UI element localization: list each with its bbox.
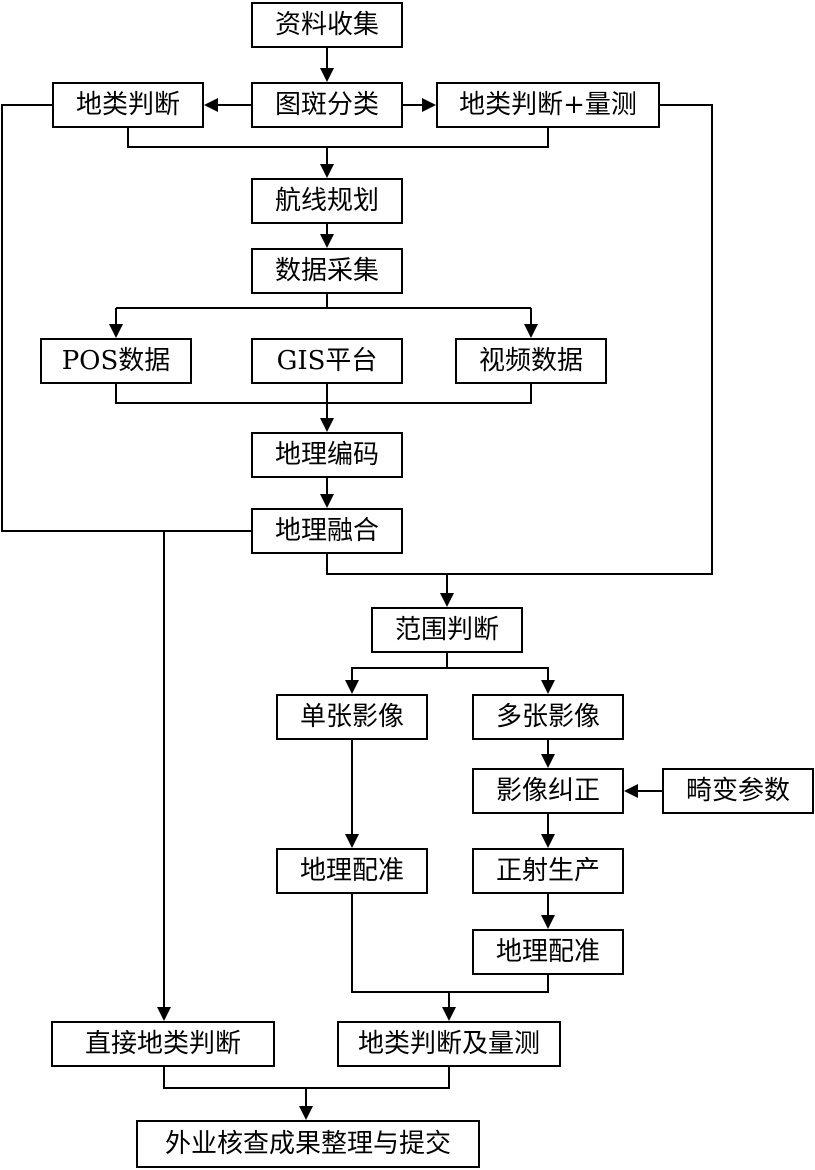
arrowhead-to-caiji — [320, 234, 334, 248]
arrowhead-to-fanwei — [440, 593, 454, 607]
node-dili-peizhun-right: 地理配准 — [472, 929, 624, 975]
node-zhengshe-shengchan: 正射生产 — [472, 848, 624, 894]
arrowhead-from-jibian — [624, 784, 638, 798]
arrowhead-to-duozhang — [541, 680, 555, 694]
node-ziliao-shouji: 资料收集 — [251, 2, 403, 48]
node-dili-bianma: 地理编码 — [251, 432, 403, 478]
node-yingxiang-jiuzheng: 影像纠正 — [472, 768, 624, 814]
node-dili-peizhun-left: 地理配准 — [276, 848, 428, 894]
node-shipin-shuju: 视频数据 — [455, 338, 607, 384]
arrowhead-to-tuban — [320, 68, 334, 82]
arrowhead-to-zhengshe — [541, 834, 555, 848]
node-shuju-caiji: 数据采集 — [251, 248, 403, 294]
connector-to-danzhang — [351, 653, 448, 680]
arrowhead-to-pos — [109, 324, 123, 338]
node-hangxian-guihua: 航线规划 — [251, 178, 403, 224]
node-gis-pingtai: GIS平台 — [251, 338, 403, 384]
node-zhijie-dilei-panduan: 直接地类判断 — [51, 1021, 275, 1067]
node-dilei-panduan-left: 地类判断 — [52, 82, 204, 128]
node-dilei-panduan-liangce-right: 地类判断+量测 — [436, 82, 660, 128]
node-dilei-panduan-ji-liangce: 地类判断及量测 — [337, 1021, 561, 1067]
node-tuban-fenlei: 图斑分类 — [251, 82, 403, 128]
arrowhead-to-shipin — [524, 324, 538, 338]
node-danzhang-yingxiang: 单张影像 — [276, 694, 428, 740]
connector-merge-judgement — [127, 128, 549, 148]
connector-merge-final — [163, 1067, 450, 1089]
node-jibian-canshu: 畸变参数 — [662, 768, 814, 814]
node-duozhang-yingxiang: 多张影像 — [472, 694, 624, 740]
node-pos-shuju: POS数据 — [40, 338, 192, 384]
connector-left-loop — [1, 104, 251, 532]
arrowhead-to-liangce — [442, 1007, 456, 1021]
arrowhead-to-zhijie — [157, 1007, 171, 1021]
arrowhead-to-ronghe — [320, 494, 334, 508]
node-dili-ronghe: 地理融合 — [251, 508, 403, 554]
arrowhead-to-jiuzheng — [541, 754, 555, 768]
node-waiye-hecha: 外业核查成果整理与提交 — [136, 1120, 480, 1168]
arrowhead-to-hangxian — [320, 164, 334, 178]
arrowhead-to-dilei-right — [422, 98, 436, 112]
arrowhead-to-danzhang — [345, 680, 359, 694]
connector-merge-data — [115, 384, 532, 404]
node-fanwei-panduan: 范围判断 — [371, 607, 523, 653]
connector-right-loop — [326, 104, 713, 575]
arrowhead-to-dilei-left — [204, 98, 218, 112]
arrowhead-to-waiye — [299, 1106, 313, 1120]
arrowhead-to-bianma — [320, 418, 334, 432]
arrowhead-to-peizhun-left — [345, 834, 359, 848]
arrowhead-to-peizhun-right — [541, 915, 555, 929]
connector-to-duozhang — [447, 667, 549, 680]
